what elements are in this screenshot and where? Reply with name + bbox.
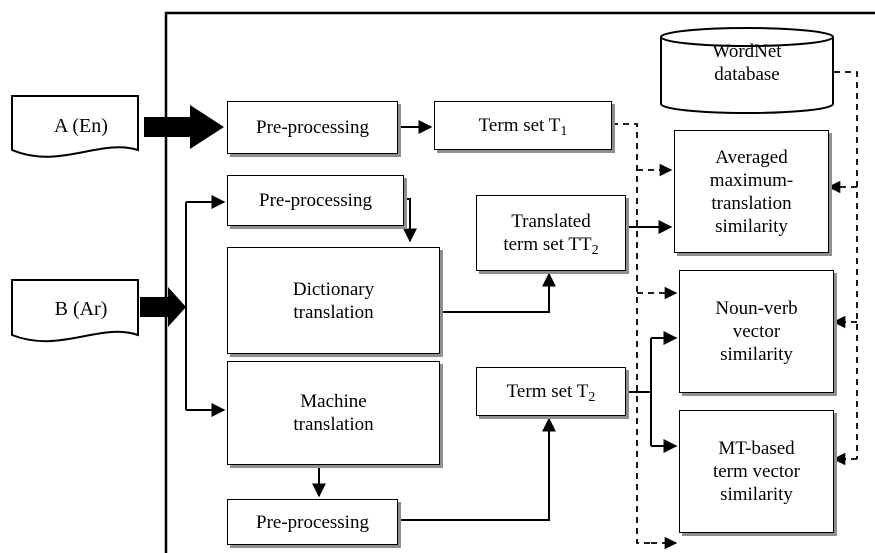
wordnet-cylinder [660,27,834,114]
preprocessing-b-label: Pre-processing [259,190,372,211]
averaged-similarity-label: Averaged maximum- translation similarity [709,146,794,237]
preprocessing-a-box: Pre-processing [227,101,398,154]
machine-translation-label: Machine translation [293,391,374,435]
machine-translation-box: Machine translation [227,361,440,465]
dictionary-translation-box: Dictionary translation [227,247,440,354]
arrow-pre-mt-to-t2 [398,417,556,521]
term-set-t1-label: Term set T1 [478,115,568,139]
system-frame [164,11,875,553]
dashed-wordnet-bus [834,71,858,459]
noun-verb-similarity-label: Noun-verb vector similarity [715,298,798,365]
preprocessing-b-box: Pre-processing [227,175,404,226]
document-a-icon [11,95,139,158]
thick-arrow-b [140,287,186,327]
noun-verb-similarity-box: Noun-verb vector similarity [679,270,834,393]
dictionary-translation-label: Dictionary translation [292,278,375,323]
preprocessing-a-label: Pre-processing [256,117,369,138]
document-b-icon [11,279,139,343]
arrow-pre-b-to-dict [403,198,417,243]
mt-based-similarity-box: MT-based term vector similarity [679,410,834,533]
preprocessing-mt-label: Pre-processing [256,511,369,533]
term-set-t2-box: Term set T2 [476,367,626,416]
term-set-t2-label: Term set T2 [506,381,596,405]
mt-based-similarity-label: MT-based term vector similarity [712,438,801,505]
preprocessing-mt-box: Pre-processing [227,499,398,545]
dashed-t1-bus [612,123,651,544]
arrow-dict-to-tt2 [440,272,556,313]
term-set-t1-box: Term set T1 [434,101,612,150]
wordnet-label: WordNet database [712,41,782,85]
input-a-label: A (En) [54,115,108,137]
input-b-label: B (Ar) [54,298,108,320]
thick-arrow-a [144,105,224,149]
averaged-similarity-box: Averaged maximum- translation similarity [674,130,829,253]
